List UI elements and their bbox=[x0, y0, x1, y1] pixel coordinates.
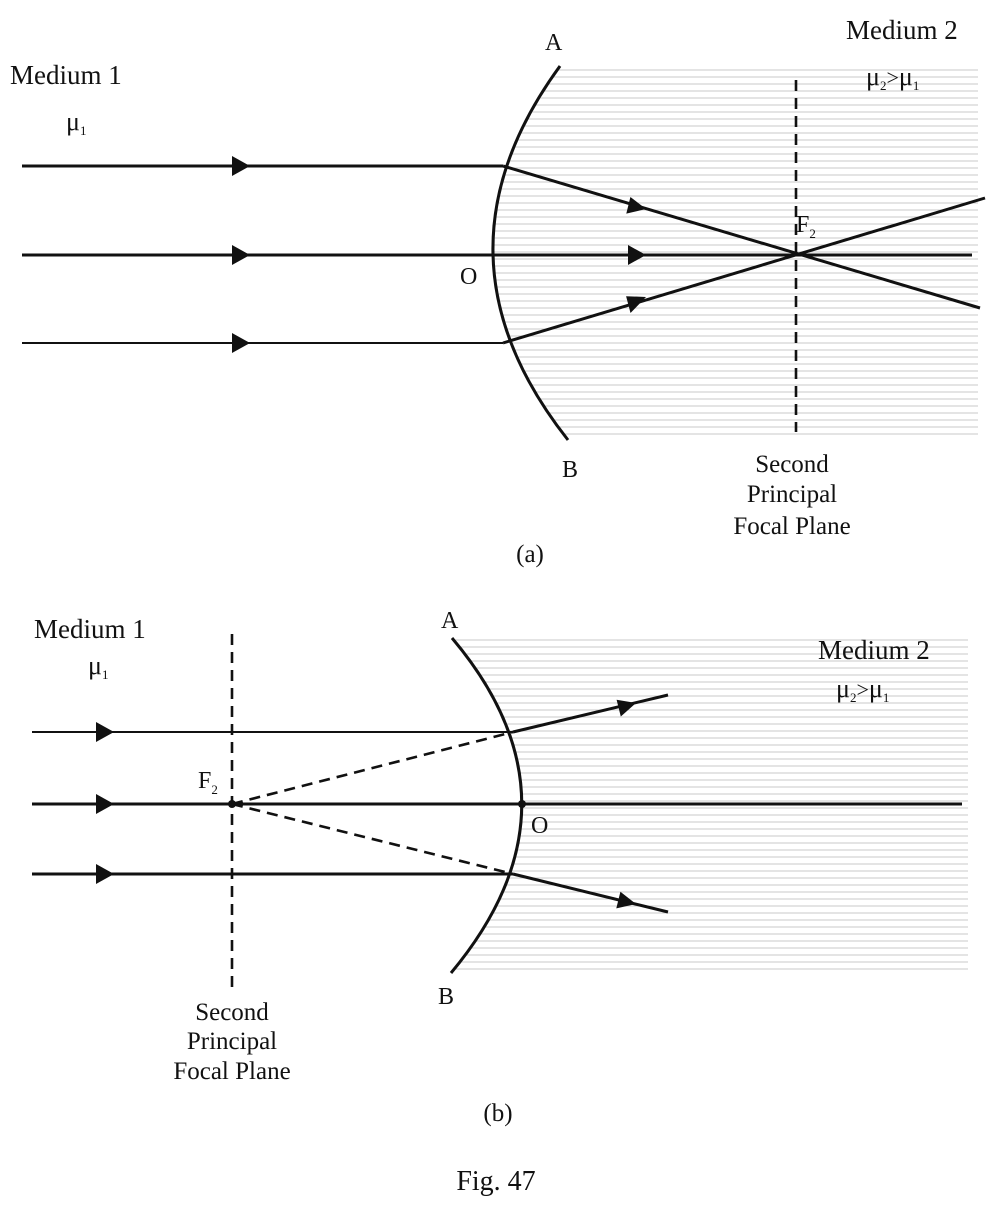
panel-a-medium2-relation: μ2>μ1 bbox=[866, 62, 919, 93]
panel-b-point-a: A bbox=[441, 608, 459, 634]
panel-b-arrow-refracted-top bbox=[616, 699, 636, 717]
panel-a-refracted-ray-top bbox=[502, 164, 981, 310]
panel-b-plane-caption-3: Focal Plane bbox=[173, 1058, 290, 1085]
panel-a-medium1-label: Medium 1 bbox=[10, 60, 122, 90]
panel-b-plane-caption-2: Principal bbox=[187, 1028, 277, 1055]
panel-a-refracted-ray-bottom bbox=[502, 196, 986, 345]
panel-b-plane-caption-1: Second bbox=[195, 999, 269, 1026]
panel-b-arrow-incident-top bbox=[96, 722, 114, 742]
panel-a-plane-caption-3: Focal Plane bbox=[733, 513, 850, 540]
panel-b-medium2-hatch bbox=[453, 639, 968, 970]
panel-b-medium1-label: Medium 1 bbox=[34, 614, 146, 644]
panel-b: Medium 1 μ1 Medium 2 μ2>μ1 A B O F2 Seco… bbox=[32, 608, 968, 1127]
panel-a-medium2-hatch bbox=[493, 69, 978, 435]
panel-a-point-o: O bbox=[460, 264, 477, 290]
panel-a-plane-caption-2: Principal bbox=[747, 481, 837, 508]
panel-b-focus-label: F2 bbox=[198, 768, 218, 797]
panel-b-arrow-axis bbox=[96, 794, 114, 814]
panel-b-focus-point bbox=[228, 800, 236, 808]
panel-a-label: (a) bbox=[516, 541, 544, 568]
panel-b-point-b: B bbox=[438, 984, 454, 1010]
panel-a-refracting-surface bbox=[491, 65, 570, 441]
panel-a-arrow-axis-right bbox=[628, 245, 646, 265]
panel-a-arrow-refracted-top bbox=[626, 197, 646, 214]
panel-b-refracted-ray-top bbox=[512, 693, 669, 734]
panel-b-virtual-ray-bottom bbox=[231, 802, 514, 876]
panel-b-arrow-refracted-bottom bbox=[616, 891, 636, 909]
panel-b-pole-point bbox=[518, 800, 526, 808]
panel-a-plane-caption-1: Second bbox=[755, 451, 829, 478]
panel-b-medium2-relation: μ2>μ1 bbox=[836, 674, 889, 705]
panel-b-arrow-incident-bottom bbox=[96, 864, 114, 884]
panel-b-label: (b) bbox=[483, 1100, 512, 1127]
panel-b-medium2-label: Medium 2 bbox=[818, 635, 930, 665]
panel-a-arrow-refracted-bottom bbox=[626, 296, 646, 313]
panel-b-medium1-index: μ1 bbox=[88, 651, 108, 682]
panel-a-arrow-incident-top bbox=[232, 156, 250, 176]
panel-a-arrow-axis-left bbox=[232, 245, 250, 265]
panel-b-point-o: O bbox=[531, 813, 548, 839]
panel-a-medium1-index: μ1 bbox=[66, 107, 86, 138]
panel-b-virtual-ray-top bbox=[231, 730, 514, 806]
panel-a-point-b: B bbox=[562, 457, 578, 483]
figure-caption: Fig. 47 bbox=[456, 1166, 535, 1197]
panel-a-focus-label: F2 bbox=[796, 212, 816, 241]
panel-b-refracted-ray-bottom bbox=[512, 872, 669, 914]
panel-a-point-a: A bbox=[545, 30, 563, 56]
panel-a: Medium 1 μ1 Medium 2 μ2>μ1 A B O F2 Seco… bbox=[10, 15, 986, 568]
panel-a-arrow-incident-bottom bbox=[232, 333, 250, 353]
panel-a-medium2-label: Medium 2 bbox=[846, 15, 958, 45]
